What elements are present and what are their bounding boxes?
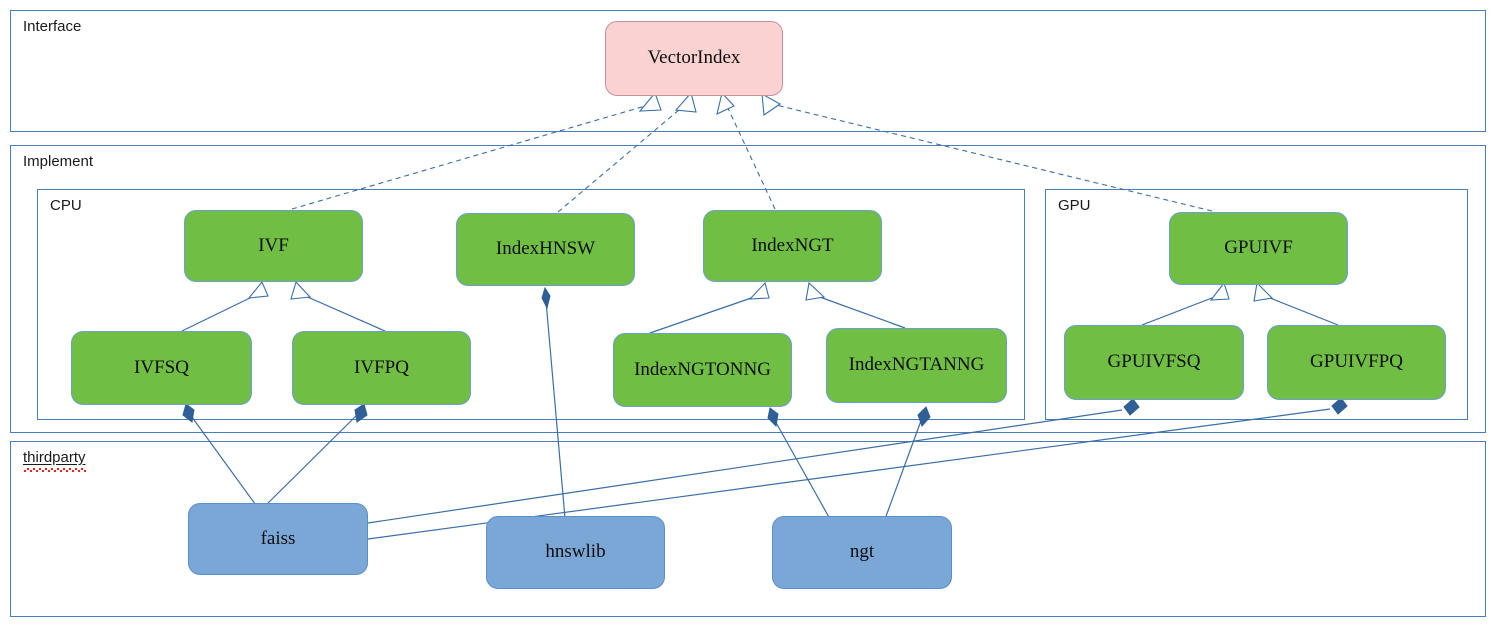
node-label-gpuivf: GPUIVF (1224, 237, 1293, 259)
node-label-vectorindex: VectorIndex (647, 47, 741, 69)
edge-hnswlib-indexhnsw (541, 286, 566, 519)
group-label-gpu: GPU (1058, 197, 1091, 214)
edge-gpuivfsq-gpuivf (1141, 281, 1230, 326)
node-indexhnsw[interactable]: IndexHNSW (456, 213, 635, 286)
edge-faiss-ivfpq (261, 403, 368, 510)
node-ivf[interactable]: IVF (184, 210, 363, 282)
node-label-gpuivfpq: GPUIVFPQ (1310, 351, 1403, 373)
edge-ivf-vectorindex (291, 91, 662, 210)
node-label-ivfsq: IVFSQ (134, 356, 189, 378)
node-indexngtonng[interactable]: IndexNGTONNG (613, 333, 792, 407)
edge-indexngtanng-indexngt (805, 281, 906, 329)
edge-indexngt-vectorindex (716, 91, 776, 210)
node-label-indexngt: IndexNGT (751, 234, 834, 256)
group-thirdparty[interactable]: thirdparty (10, 441, 1486, 617)
group-implement[interactable]: Implement (10, 145, 1486, 433)
edge-indexhnsw-vectorindex (557, 91, 697, 213)
node-gpuivf[interactable]: GPUIVF (1169, 212, 1348, 285)
node-label-ngt: ngt (849, 541, 875, 563)
node-label-indexngtonng: IndexNGTONNG (634, 358, 771, 380)
node-vectorindex[interactable]: VectorIndex (605, 21, 783, 96)
node-gpuivfsq[interactable]: GPUIVFSQ (1064, 325, 1244, 400)
edge-indexngtonng-indexngt (649, 281, 770, 334)
edge-faiss-gpuivfsq (367, 398, 1140, 524)
edge-ivfsq-ivf (181, 280, 269, 332)
node-ivfsq[interactable]: IVFSQ (71, 331, 252, 405)
node-indexngtanng[interactable]: IndexNGTANNG (826, 328, 1007, 403)
edge-ngt-indexngtonng (767, 407, 831, 520)
node-label-gpuivfsq: GPUIVFSQ (1107, 351, 1201, 373)
node-hnswlib[interactable]: hnswlib (486, 516, 665, 589)
edge-ngt-indexngtanng (884, 406, 931, 520)
node-label-faiss: faiss (260, 527, 296, 549)
node-label-ivf: IVF (258, 234, 289, 256)
group-label-thirdparty: thirdparty (23, 449, 86, 472)
edge-faiss-ivfsq (182, 403, 259, 509)
node-ngt[interactable]: ngt (772, 516, 952, 589)
group-label-cpu: CPU (50, 197, 82, 214)
group-cpu[interactable]: CPU (37, 189, 1025, 420)
node-label-hnswlib: hnswlib (545, 541, 606, 563)
node-faiss[interactable]: faiss (188, 503, 368, 575)
node-indexngt[interactable]: IndexNGT (703, 210, 882, 282)
node-label-indexngtanng: IndexNGTANNG (848, 354, 985, 376)
group-label-implement: Implement (23, 153, 94, 170)
node-ivfpq[interactable]: IVFPQ (292, 331, 471, 405)
group-label-interface: Interface (23, 18, 82, 35)
edge-gpuivf-vectorindex (761, 93, 1213, 212)
node-label-ivfpq: IVFPQ (354, 356, 409, 378)
edge-gpuivfpq-gpuivf (1253, 281, 1339, 326)
spellcheck-squiggle-icon (23, 467, 86, 472)
group-interface[interactable]: Interface (10, 10, 1486, 132)
node-label-indexhnsw: IndexHNSW (495, 238, 596, 260)
edge-ivfpq-ivf (290, 280, 386, 332)
node-gpuivfpq[interactable]: GPUIVFPQ (1267, 325, 1446, 400)
